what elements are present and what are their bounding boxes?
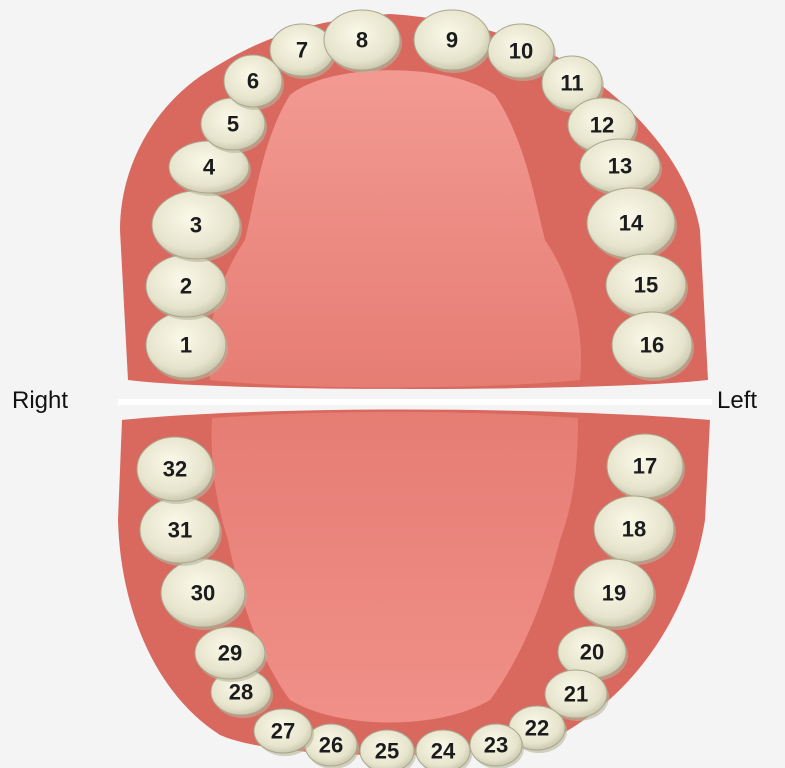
left-side-label: Left [717, 387, 757, 415]
tooth-27[interactable]: 27 [254, 709, 314, 756]
tooth-number-label: 22 [525, 716, 549, 741]
tooth-number-label: 32 [163, 457, 187, 482]
tooth-number-label: 28 [229, 680, 253, 705]
tooth-number-label: 9 [446, 28, 458, 53]
tooth-number-label: 19 [602, 581, 626, 606]
tooth-number-label: 26 [319, 733, 343, 758]
tooth-number-label: 8 [356, 28, 368, 53]
tooth-number-label: 31 [168, 518, 192, 543]
right-side-label: Right [12, 387, 68, 415]
tooth-number-label: 2 [180, 274, 192, 299]
tooth-number-label: 4 [203, 155, 216, 180]
tooth-number-label: 12 [590, 113, 614, 138]
tooth-number-label: 25 [375, 739, 399, 764]
tooth-number-label: 23 [484, 733, 508, 758]
tooth-number-label: 17 [633, 454, 657, 479]
tooth-number-label: 3 [190, 213, 202, 238]
tooth-number-label: 20 [580, 640, 604, 665]
tooth-number-label: 21 [564, 682, 588, 707]
tooth-number-label: 18 [622, 517, 646, 542]
tooth-number-label: 29 [218, 641, 242, 666]
tooth-number-label: 15 [634, 273, 658, 298]
tooth-number-label: 13 [608, 154, 632, 179]
tooth-number-label: 5 [227, 112, 239, 137]
tooth-number-label: 30 [191, 581, 215, 606]
tooth-number-label: 11 [560, 71, 583, 96]
tooth-number-label: 24 [431, 739, 456, 764]
tooth-number-label: 10 [509, 39, 533, 64]
tooth-number-label: 16 [640, 333, 664, 358]
tooth-number-label: 1 [180, 333, 192, 358]
tooth-number-label: 7 [296, 38, 308, 63]
tooth-number-label: 6 [247, 69, 259, 94]
tooth-number-label: 27 [271, 719, 295, 744]
tooth-number-label: 14 [619, 211, 644, 236]
